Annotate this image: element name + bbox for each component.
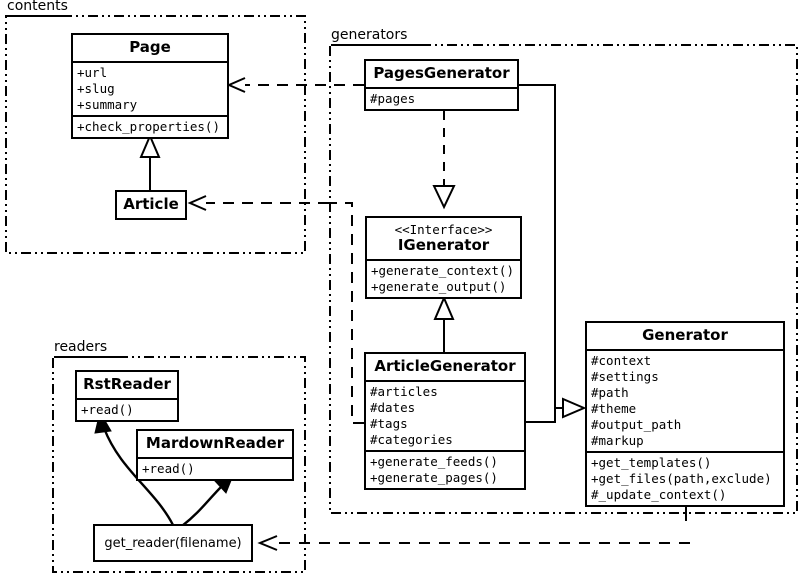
class-rst-reader[interactable]: RstReader +read() [75, 370, 179, 422]
class-member: #pages [370, 90, 416, 106]
class-article-title: Article [123, 195, 179, 213]
relationship-generators-to-generator [519, 84, 587, 423]
class-igenerator-stereotype: <<Interface>> [394, 222, 493, 237]
class-member: #markup [591, 432, 644, 448]
class-generator-title: Generator [642, 326, 728, 344]
class-member: +generate_pages() [370, 469, 498, 485]
relationship-getreader-to-mardownreader [181, 472, 235, 527]
class-pages-generator[interactable]: PagesGenerator #pages [364, 59, 519, 111]
class-mardown-reader-operations: +read() [138, 456, 292, 479]
class-article-generator[interactable]: ArticleGenerator #articles #dates #tags … [364, 352, 526, 490]
package-label-readers: readers [53, 339, 110, 355]
class-article-generator-operations: +generate_feeds() +generate_pages() [366, 449, 524, 488]
class-member: +url [77, 64, 108, 80]
class-mardown-reader-title: MardownReader [145, 434, 285, 452]
class-pages-generator-attributes: #pages [366, 86, 517, 109]
class-member: +get_templates() [591, 454, 712, 470]
class-igenerator-operations: +generate_context() +generate_output() [367, 259, 520, 297]
package-label-generators: generators [330, 27, 410, 43]
class-member: #context [591, 352, 652, 368]
class-article[interactable]: Article [115, 190, 187, 220]
class-page[interactable]: Page +url +slug +summary +check_properti… [71, 33, 229, 139]
class-generator[interactable]: Generator #context #settings #path #them… [585, 321, 785, 507]
class-mardown-reader[interactable]: MardownReader +read() [136, 429, 294, 481]
class-member: #settings [591, 368, 659, 384]
function-box-get-reader[interactable]: get_reader(filename) [93, 524, 253, 562]
class-pages-generator-title: PagesGenerator [373, 64, 510, 82]
class-member: #articles [370, 383, 438, 399]
class-member: +generate_output() [371, 279, 507, 295]
class-page-title: Page [129, 38, 171, 56]
class-member: #_update_context() [591, 486, 727, 502]
class-igenerator-title: <<Interface>> IGenerator [367, 218, 520, 259]
class-igenerator-name: IGenerator [397, 236, 490, 255]
class-member: +read() [142, 460, 195, 476]
class-member: +check_properties() [77, 118, 220, 134]
class-member: #path [591, 384, 629, 400]
class-generator-attributes: #context #settings #path #theme #output_… [587, 348, 783, 451]
class-member: +read() [81, 401, 134, 417]
class-member: #theme [591, 400, 637, 416]
class-article-generator-attributes: #articles #dates #tags #categories [366, 379, 524, 450]
class-rst-reader-title: RstReader [83, 375, 171, 393]
relationship-pagesgenerator-to-igenerator [432, 111, 456, 210]
relationship-article-to-page [139, 133, 161, 190]
package-label-contents: contents [6, 0, 70, 14]
function-box-get-reader-label: get_reader(filename) [104, 535, 242, 551]
class-generator-operations: +get_templates() +get_files(path,exclude… [587, 450, 783, 505]
class-page-attributes: +url +slug +summary [73, 60, 227, 115]
class-member: #tags [370, 415, 408, 431]
relationship-generator-depends-getreader [257, 502, 690, 551]
relationship-pagesgenerator-depends-page [226, 77, 364, 93]
class-member: +summary [77, 96, 138, 112]
relationship-articlegenerator-depends-article [187, 195, 364, 424]
class-igenerator[interactable]: <<Interface>> IGenerator +generate_conte… [365, 216, 522, 300]
class-page-operations: +check_properties() [73, 114, 227, 137]
class-member: +slug [77, 80, 115, 96]
class-rst-reader-operations: +read() [77, 397, 177, 420]
class-member: +get_files(path,exclude) [591, 470, 772, 486]
class-member: +generate_feeds() [370, 453, 498, 469]
class-member: #output_path [591, 416, 682, 432]
class-member: #categories [370, 431, 453, 447]
class-member: +generate_context() [371, 263, 514, 279]
class-member: #dates [370, 399, 416, 415]
package-border-contents [5, 15, 306, 254]
class-article-generator-title: ArticleGenerator [374, 357, 516, 375]
relationship-articlegenerator-to-igenerator [433, 295, 455, 352]
